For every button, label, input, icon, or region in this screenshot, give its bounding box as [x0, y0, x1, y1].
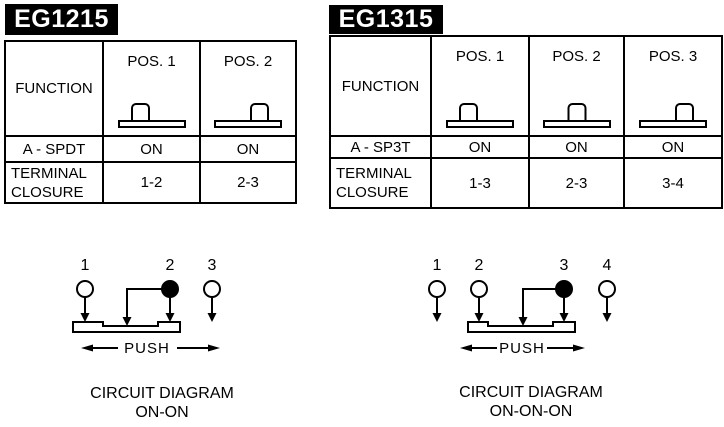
closure-value-cell: 3-4	[623, 157, 721, 207]
pos1-header-cell: POS. 1	[430, 37, 528, 135]
closure-value-cell: 2-3	[528, 157, 623, 207]
model-title-eg1315: EG1315	[329, 5, 443, 34]
function-table-eg1215: FUNCTION POS. 1 POS. 2 A - SPDT ON ON T	[4, 40, 297, 204]
switch-position-left-icon	[446, 103, 514, 128]
on-state-cell: ON	[199, 135, 295, 161]
switch-base-icon	[446, 120, 514, 128]
pos1-label: POS. 1	[455, 48, 505, 65]
down-arrow-icon	[559, 313, 569, 322]
terminal-closure-label-cell: TERMINAL CLOSURE	[6, 161, 102, 202]
terminal-closure-line1: TERMINAL	[336, 165, 412, 182]
switch-base-icon	[117, 120, 186, 128]
on-state-cell: ON	[102, 135, 199, 161]
switch-type-cell: A - SP3T	[331, 135, 430, 157]
switch-type-cell: A - SPDT	[6, 135, 102, 161]
terminal-number-label: 1	[81, 257, 90, 274]
common-branch-wire	[522, 288, 556, 318]
circuit-diagram-eg1315: 1 2 3 4 PUSH	[428, 257, 616, 357]
function-header-cell: FUNCTION	[331, 37, 430, 135]
terminal-circle-icon	[203, 280, 221, 298]
push-label: PUSH	[499, 340, 545, 357]
on-state-cell: ON	[528, 135, 623, 157]
switch-position-left-icon	[117, 103, 186, 128]
caption-line2: ON-ON-ON	[489, 403, 573, 420]
pos2-header-cell: POS. 2	[199, 42, 295, 135]
pos1-label: POS. 1	[127, 53, 176, 70]
down-arrow-icon	[165, 313, 175, 322]
push-right-arrow-icon	[573, 344, 585, 352]
slider-contact-bar	[72, 321, 181, 333]
closure-value-cell: 2-3	[199, 161, 295, 202]
terminal-number-label: 3	[560, 257, 569, 274]
terminal-closure-line1: TERMINAL	[11, 164, 87, 182]
switch-base-icon	[542, 120, 611, 128]
down-arrow-icon	[207, 313, 217, 322]
model-title-eg1215: EG1215	[5, 4, 118, 35]
down-arrow-icon	[474, 313, 484, 322]
pos3-header-cell: POS. 3	[623, 37, 721, 135]
terminal-number-label: 3	[208, 257, 217, 274]
switch-base-icon	[214, 120, 282, 128]
pos2-header-cell: POS. 2	[528, 37, 623, 135]
terminal-number-label: 2	[475, 257, 484, 274]
terminal-number-label: 4	[603, 257, 612, 274]
caption-line1: CIRCUIT DIAGRAM	[90, 385, 234, 402]
terminal-number-label: 2	[166, 257, 175, 274]
push-label: PUSH	[124, 340, 170, 357]
down-arrow-icon	[602, 313, 612, 322]
terminal-closure-line2: CLOSURE	[11, 183, 84, 201]
down-arrow-icon	[518, 317, 528, 326]
circuit-caption-eg1315: CIRCUIT DIAGRAM ON-ON-ON	[436, 383, 626, 421]
switch-position-right-icon	[639, 103, 707, 128]
terminal-circle-icon	[76, 280, 94, 298]
switch-position-right-icon	[214, 103, 282, 128]
function-header-cell: FUNCTION	[6, 42, 102, 135]
pos2-label: POS. 2	[223, 53, 273, 70]
terminal-circle-icon	[470, 280, 488, 298]
down-arrow-icon	[432, 313, 442, 322]
common-branch-wire	[126, 288, 162, 318]
push-left-arrow-icon	[460, 344, 472, 352]
caption-line1: CIRCUIT DIAGRAM	[459, 384, 603, 401]
common-terminal-circle-icon	[161, 280, 179, 298]
function-table-eg1315: FUNCTION POS. 1 POS. 2 POS. 3	[329, 35, 723, 209]
pos2-label: POS. 2	[552, 48, 601, 65]
push-right-arrow-icon	[208, 344, 220, 352]
switch-base-icon	[639, 120, 707, 128]
on-state-cell: ON	[623, 135, 721, 157]
terminal-circle-icon	[428, 280, 446, 298]
caption-line2: ON-ON	[135, 404, 189, 421]
slider-contact-bar	[467, 321, 576, 333]
terminal-circle-icon	[598, 280, 616, 298]
terminal-closure-label-cell: TERMINAL CLOSURE	[331, 157, 430, 207]
down-arrow-icon	[122, 317, 132, 326]
circuit-caption-eg1215: CIRCUIT DIAGRAM ON-ON	[67, 384, 257, 422]
terminal-number-label: 1	[433, 257, 442, 274]
down-arrow-icon	[80, 313, 90, 322]
common-terminal-circle-icon	[555, 280, 573, 298]
push-left-arrow-icon	[81, 344, 93, 352]
switch-position-center-icon	[542, 103, 611, 128]
closure-value-cell: 1-3	[430, 157, 528, 207]
closure-value-cell: 1-2	[102, 161, 199, 202]
pos1-header-cell: POS. 1	[102, 42, 199, 135]
on-state-cell: ON	[430, 135, 528, 157]
circuit-diagram-eg1215: 1 2 3 PUSH	[72, 257, 221, 357]
pos3-label: POS. 3	[648, 48, 698, 65]
terminal-closure-line2: CLOSURE	[336, 184, 409, 201]
